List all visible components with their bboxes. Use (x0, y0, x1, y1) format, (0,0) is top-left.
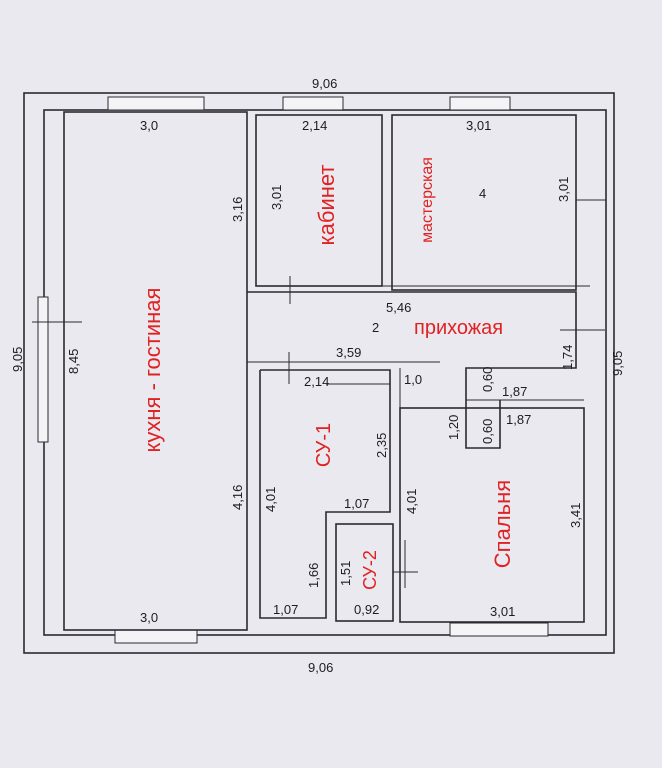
kitchen-living-room (63, 111, 248, 631)
hallway-dim-niche-height: 1,20 (446, 415, 461, 440)
kitchen-dim-bottom: 3,0 (140, 610, 158, 625)
workshop-number: 4 (479, 186, 486, 201)
window-workshop-top (449, 96, 511, 111)
window-kitchen-top (107, 96, 205, 111)
workshop-label: мастерская (419, 157, 436, 243)
window-office-top (282, 96, 344, 111)
hallway-dim-width: 5,46 (386, 300, 411, 315)
hallway-number: 2 (372, 320, 379, 335)
bath1-dim-step: 1,07 (344, 496, 369, 511)
hallway-dim-lower: 3,59 (336, 345, 361, 360)
bath1-dim-right: 2,35 (374, 433, 389, 458)
hallway-dim-niche1: 0,60 (480, 367, 495, 392)
window-kitchen-bottom (114, 629, 198, 644)
hallway-dim-niche-width1: 1,87 (502, 384, 527, 399)
kitchen-dim-left: 8,45 (66, 349, 81, 374)
bedroom-dim-left: 4,01 (404, 489, 419, 514)
office-label: кабинет (314, 165, 339, 246)
office-dim-left: 3,01 (269, 185, 284, 210)
bathroom-1-room (259, 369, 391, 619)
kitchen-label: кухня - гостиная (140, 288, 165, 453)
hallway-dim-niche-width2: 1,87 (506, 412, 531, 427)
bath1-dim-left: 4,01 (263, 487, 278, 512)
office-dim-top: 2,14 (302, 118, 327, 133)
kitchen-dim-top: 3,0 (140, 118, 158, 133)
bath2-dim-height: 1,51 (338, 561, 353, 586)
bedroom-dim-right: 3,41 (568, 503, 583, 528)
overall-left-height: 9,05 (10, 347, 25, 372)
hallway-label: прихожая (414, 317, 503, 339)
bath1-dim-inner: 1,66 (306, 563, 321, 588)
workshop-room (391, 114, 577, 291)
window-kitchen-left (37, 296, 49, 443)
window-bedroom-bottom (449, 622, 549, 637)
bath1-dim-top: 2,14 (304, 374, 329, 389)
hallway-walls (247, 291, 577, 449)
bath1-dim-bottom: 1,07 (273, 602, 298, 617)
workshop-dim-right: 3,01 (556, 177, 571, 202)
workshop-dim-top: 3,01 (466, 118, 491, 133)
office-left-height: 3,16 (230, 197, 245, 222)
overall-right-height: 9,05 (610, 351, 625, 376)
overall-top-width: 9,06 (312, 76, 337, 91)
bedroom-dim-bottom: 3,01 (490, 604, 515, 619)
bath1-label: СУ-1 (313, 423, 335, 467)
hallway-dim-door: 1,0 (404, 372, 422, 387)
hallway-dim-right: 1,74 (560, 345, 575, 370)
kitchen-dim-right: 4,16 (230, 485, 245, 510)
bedroom-room (399, 407, 585, 623)
bedroom-label: Спальня (490, 480, 515, 568)
overall-bottom-width: 9,06 (308, 660, 333, 675)
bath2-dim-bottom: 0,92 (354, 602, 379, 617)
hallway-dim-niche2: 0,60 (480, 419, 495, 444)
bath2-label: СУ-2 (360, 550, 380, 590)
